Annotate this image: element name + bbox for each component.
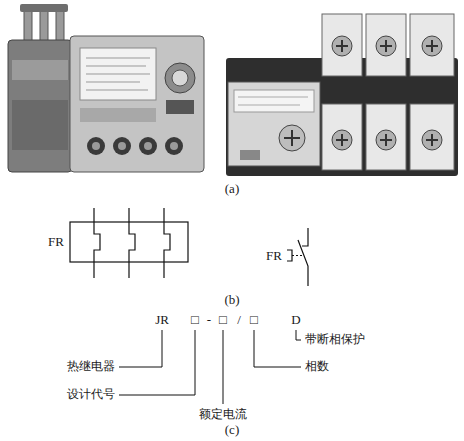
code-meaning: 设计代号 — [67, 388, 115, 402]
relay-photo-left — [20, 4, 68, 12]
nc-contact-symbol — [298, 240, 308, 286]
relay-photo-right — [336, 40, 438, 52]
code-meaning: 热继电器 — [67, 360, 115, 374]
relay-photo-left — [166, 100, 194, 114]
model-code: JR — [155, 313, 169, 328]
code-separator: - — [207, 313, 211, 328]
relay-photo-left — [87, 137, 105, 155]
leader-line — [119, 330, 301, 404]
heating-element-symbol — [70, 208, 188, 278]
relay-photo-left — [8, 4, 204, 172]
relay-photo-left — [8, 40, 72, 172]
nc-contact-symbol — [292, 255, 302, 256]
code-separator: / — [237, 313, 241, 328]
relay-photo-left — [172, 70, 188, 86]
relay-photo-right — [234, 90, 314, 112]
panel-tag: (c) — [225, 423, 239, 438]
nc-contact-symbol — [302, 228, 308, 246]
relay-photo-left — [86, 74, 150, 75]
leader-line — [119, 330, 195, 395]
relay-photo-left — [165, 137, 183, 155]
code-meaning: 额定电流 — [199, 408, 247, 422]
relay-photo-left — [118, 142, 126, 150]
code-box: □ — [250, 313, 258, 328]
relay-photo-left — [12, 100, 68, 150]
relay-photo-left — [144, 142, 152, 150]
relay-photo-right — [240, 150, 260, 160]
relay-photo-right — [226, 14, 458, 176]
relay-photo-left — [80, 48, 156, 100]
heating-element-symbol — [164, 208, 170, 278]
relay-photo-right — [238, 105, 300, 106]
code-box: □ — [219, 313, 227, 328]
relay-photo-left — [139, 137, 157, 155]
heating-element-symbol — [129, 208, 135, 278]
leader-line — [254, 330, 301, 367]
relay-photo-left — [165, 63, 195, 93]
relay-photo-left — [86, 82, 140, 83]
device-code: FR — [48, 235, 64, 250]
relay-photo-left — [80, 108, 156, 122]
relay-photo-left — [113, 137, 131, 155]
model-code: D — [291, 313, 300, 328]
relay-photo-left — [12, 60, 68, 80]
device-code: FR — [266, 249, 282, 264]
relay-photo-right — [279, 125, 305, 151]
relay-photo-right — [336, 134, 438, 146]
code-meaning: 相数 — [305, 360, 329, 374]
relay-photo-right — [228, 82, 320, 166]
relay-photo-left — [70, 36, 204, 172]
nc-contact-symbol — [287, 250, 292, 261]
panel-tag: (b) — [224, 293, 239, 308]
code-box: □ — [191, 313, 199, 328]
relay-photo-right — [291, 130, 293, 146]
leader-line — [223, 330, 224, 404]
relay-photo-left — [170, 142, 178, 150]
panel-tag: (a) — [225, 182, 239, 197]
leader-line — [296, 330, 301, 340]
relay-photo-left — [86, 66, 146, 67]
relay-photo-left — [92, 142, 100, 150]
leader-line — [119, 330, 162, 367]
code-meaning: 带断相保护 — [305, 333, 365, 347]
relay-photo-left — [86, 90, 148, 91]
relay-photo-right — [238, 97, 308, 98]
relay-photo-left — [86, 58, 150, 59]
heating-element-symbol — [94, 208, 100, 278]
nc-contact-symbol — [287, 228, 308, 286]
